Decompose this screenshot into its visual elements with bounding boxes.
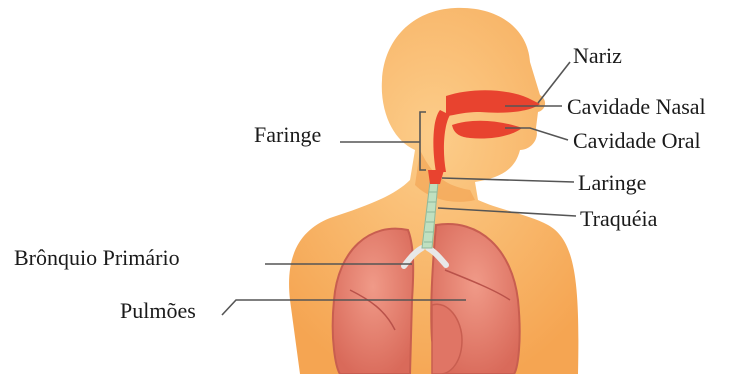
label-laringe: Laringe <box>578 172 646 194</box>
label-nariz: Nariz <box>573 45 622 67</box>
label-cavidade-oral: Cavidade Oral <box>573 130 701 152</box>
label-bronquio-primario: Brônquio Primário <box>14 247 180 269</box>
leader-nariz <box>538 62 570 103</box>
label-traqueia: Traquéia <box>580 208 657 230</box>
label-faringe: Faringe <box>254 124 321 146</box>
label-cavidade-nasal: Cavidade Nasal <box>567 96 706 118</box>
label-pulmoes: Pulmões <box>120 300 196 322</box>
